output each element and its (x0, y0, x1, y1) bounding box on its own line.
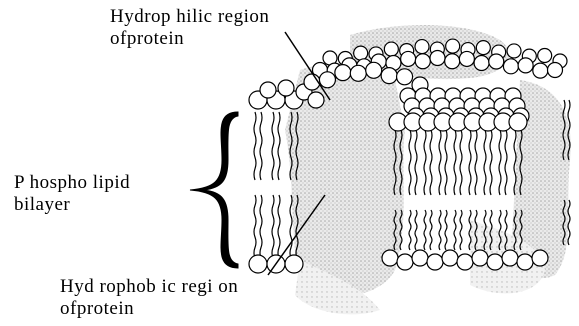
lipid-head (415, 40, 429, 54)
lipid-tail (260, 195, 262, 258)
lipid-head (366, 62, 382, 78)
lipid-tail (290, 195, 292, 258)
lipid-head (538, 49, 552, 63)
lipid-head (509, 113, 527, 131)
lipid-head (401, 51, 416, 66)
lipid-head (335, 65, 351, 81)
hydrophilic-region-label: Hydrop hilic region ofprotein (110, 6, 269, 50)
lipid-head (278, 80, 294, 96)
lipid-tail (439, 130, 441, 195)
lipid-head (384, 42, 398, 56)
lipid-tail (278, 112, 280, 180)
lipid-head (397, 254, 413, 270)
lipid-tail (484, 130, 486, 195)
lipid-head (518, 58, 533, 73)
lipid-head (382, 250, 398, 266)
lipid-head (457, 254, 473, 270)
lipid-tail (409, 210, 411, 250)
lipid-head (533, 63, 548, 78)
lipid-head (412, 250, 428, 266)
lipid-head (445, 54, 460, 69)
lipid-tail (454, 210, 456, 250)
lipid-head (472, 250, 488, 266)
lipid-head (285, 255, 303, 273)
lipid-tail (272, 195, 274, 258)
lipid-tail (278, 195, 280, 258)
lipid-head (474, 56, 489, 71)
lipid-tail (254, 112, 256, 180)
lipid-head (502, 250, 518, 266)
lipid-head (397, 69, 413, 85)
phospholipid-label-line1: P hospho lipid (14, 172, 130, 194)
lipid-tail (439, 210, 441, 250)
lipid-tail (454, 130, 456, 195)
lipid-tail (430, 210, 432, 250)
hydrophilic-label-line2: ofprotein (110, 28, 269, 50)
lipid-head (442, 250, 458, 266)
phospholipid-label-line2: bilayer (14, 194, 130, 216)
lipid-head (415, 54, 430, 69)
lipid-tail (490, 130, 492, 195)
bilayer-brace (190, 112, 238, 268)
lipid-tail (430, 130, 432, 195)
lipid-head (503, 59, 518, 74)
lipid-head (249, 255, 267, 273)
lipid-tail (260, 112, 262, 180)
lipid-tail (460, 130, 462, 195)
lipid-tail (469, 130, 471, 195)
hydrophilic-label-line1: Hydrop hilic region (110, 6, 269, 28)
lipid-tail (460, 210, 462, 250)
lipid-head (517, 254, 533, 270)
lipid-head (308, 92, 324, 108)
lipid-tail (499, 130, 501, 195)
lipid-head (476, 41, 490, 55)
lipid-tail (272, 112, 274, 180)
lipid-head (354, 46, 368, 60)
lipid-head (427, 254, 443, 270)
lipid-tail (475, 130, 477, 195)
lipid-head (381, 68, 397, 84)
lipid-head (548, 63, 563, 78)
lipid-head (446, 39, 460, 53)
lipid-tail (415, 130, 417, 195)
lipid-tail (415, 210, 417, 250)
phospholipid-bilayer-label: P hospho lipid bilayer (14, 172, 130, 216)
hydrophobic-label-line2: ofprotein (60, 298, 238, 320)
lipid-head (489, 54, 504, 69)
lipid-head (260, 82, 276, 98)
lipid-tail (424, 210, 426, 250)
lipid-tail (254, 195, 256, 258)
lipid-head (430, 51, 445, 66)
lipid-head (319, 72, 335, 88)
hydrophobic-region-label: Hyd rophob ic regi on ofprotein (60, 276, 238, 320)
lipid-tail (445, 210, 447, 250)
lipid-tail (445, 130, 447, 195)
lipid-head (350, 65, 366, 81)
lipid-tail (505, 130, 507, 195)
lipid-head (459, 51, 474, 66)
lipid-tail (409, 130, 411, 195)
lipid-head (532, 250, 548, 266)
lipid-head (487, 254, 503, 270)
hydrophobic-label-line1: Hyd rophob ic regi on (60, 276, 238, 298)
lipid-head (507, 44, 521, 58)
lipid-tail (424, 130, 426, 195)
